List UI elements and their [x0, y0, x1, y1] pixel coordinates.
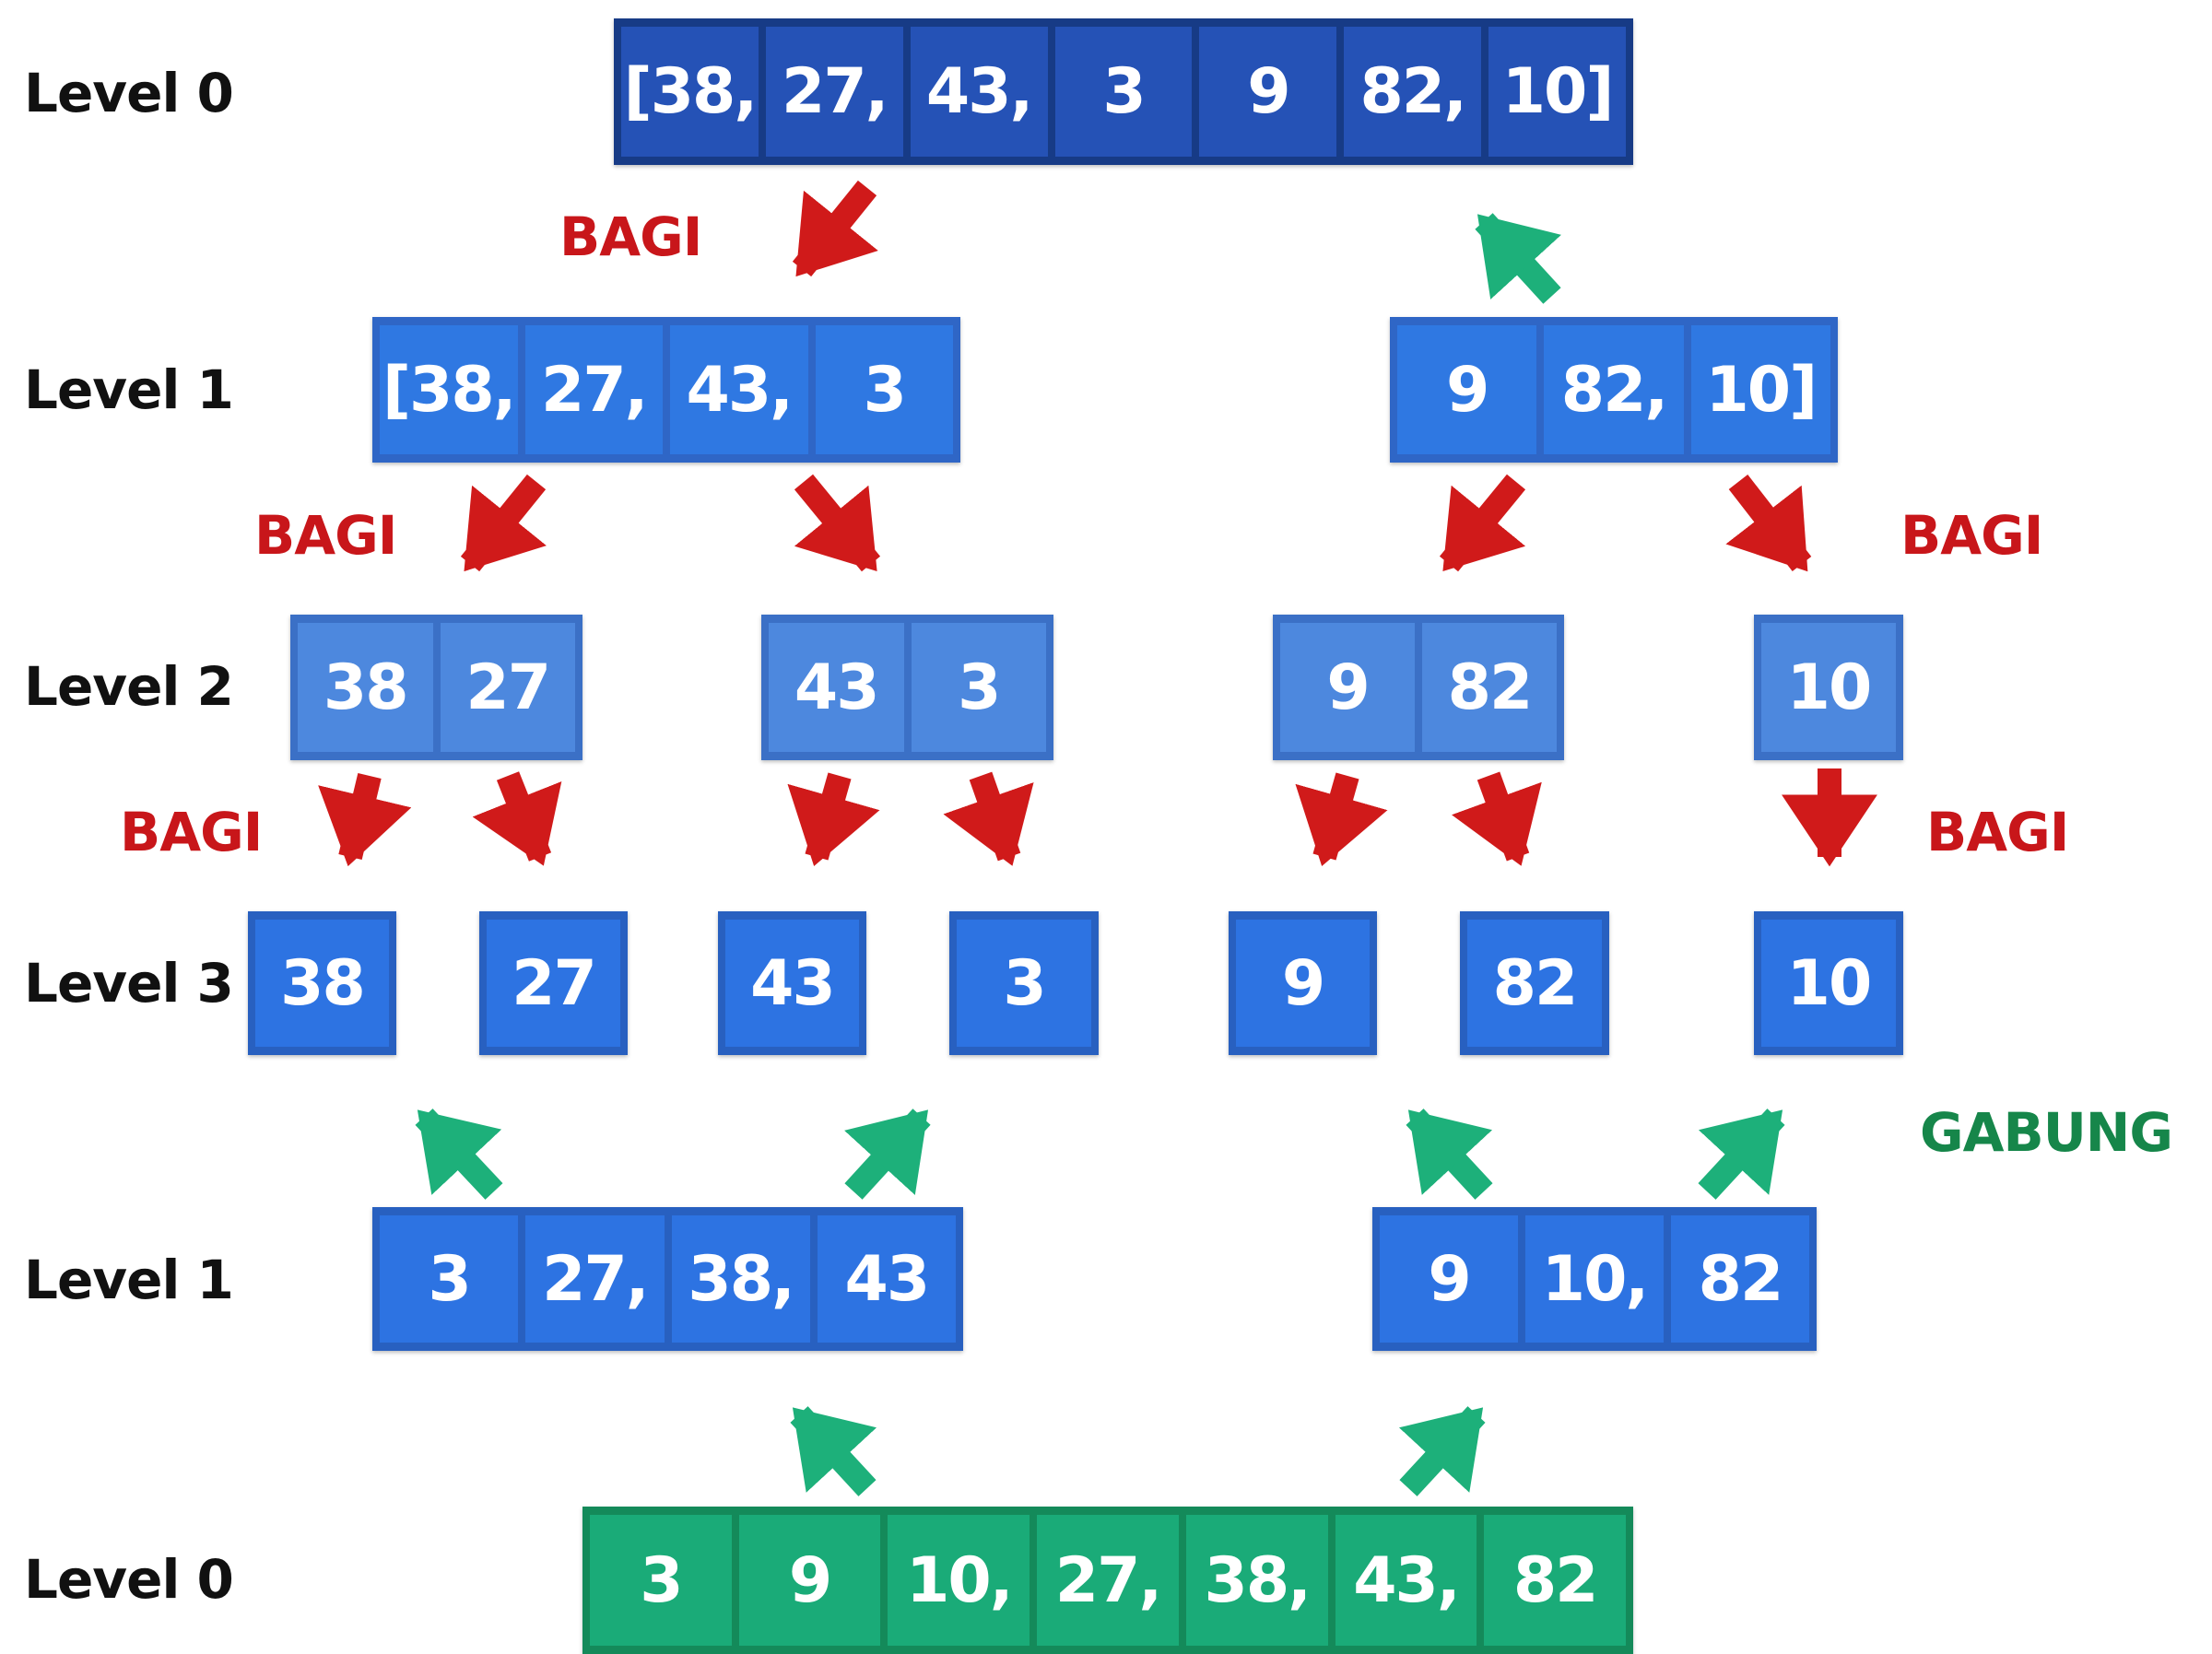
array-level3-43: 43: [718, 911, 866, 1055]
array-cell: 9: [1397, 325, 1537, 454]
array-cell: 43,: [670, 325, 808, 454]
bagi-label-l1-right: BAGI: [1900, 504, 2043, 567]
gabung-label: GABUNG: [1920, 1101, 2173, 1164]
level-label-2: Level 2: [24, 655, 234, 718]
merge-arrow-final-to-l1left: [790, 1406, 877, 1496]
divide-arrow-l2-to-l3-82: [1452, 771, 1542, 866]
array-cell: 82: [1484, 1515, 1627, 1646]
bagi-label-l2-right: BAGI: [1926, 801, 2069, 863]
array-cell: [38,: [621, 27, 759, 157]
array-cell: 38: [255, 920, 389, 1047]
array-merge-level1-right: 9 10, 82: [1372, 1207, 1817, 1351]
bagi-label-l1-left: BAGI: [254, 504, 397, 567]
array-cell: 38,: [671, 1215, 810, 1343]
merge-arrow-l3-38: [415, 1109, 503, 1200]
divide-arrow-l1right-to-l2c: [1439, 474, 1526, 572]
array-cell: 43,: [910, 27, 1048, 157]
array-cell: 10]: [1690, 325, 1830, 454]
array-cell: 82: [1422, 623, 1557, 752]
array-level2-a: 38 27: [290, 615, 582, 760]
array-level3-38: 38: [248, 911, 396, 1055]
divide-arrow-l2-to-l3-9: [1295, 772, 1388, 867]
array-cell: 3: [957, 920, 1091, 1047]
array-level1-left: [38, 27, 43, 3: [372, 317, 960, 463]
array-cell: 3: [1054, 27, 1193, 157]
array-level1-right: 9 82, 10]: [1390, 317, 1838, 463]
bagi-label-l2-left: BAGI: [120, 801, 263, 863]
array-cell: 9: [1280, 623, 1415, 752]
array-cell: 38,: [1185, 1515, 1328, 1646]
level-label-top-0: Level 0: [24, 62, 234, 124]
level-label-top-1: Level 1: [24, 358, 234, 421]
array-cell: 9: [738, 1515, 881, 1646]
merge-arrow-l3-3: [844, 1109, 931, 1200]
array-cell: 43: [817, 1215, 956, 1343]
divide-arrow-l2-to-l3-43: [787, 772, 880, 867]
array-level3-27: 27: [479, 911, 628, 1055]
array-cell: 3: [911, 623, 1046, 752]
array-level3-82: 82: [1460, 911, 1609, 1055]
array-cell: 3: [380, 1215, 519, 1343]
divide-arrow-l2-to-l3-3: [943, 771, 1034, 866]
array-cell: 82,: [1544, 325, 1684, 454]
bagi-label-l0: BAGI: [559, 205, 702, 268]
array-cell: 43,: [1335, 1515, 1477, 1646]
array-cell: 27: [487, 920, 620, 1047]
array-cell: 43: [769, 623, 904, 752]
array-cell: 27,: [524, 325, 663, 454]
array-cell: 10,: [1525, 1215, 1664, 1343]
divide-arrow-l2-to-l3-27: [472, 771, 562, 866]
array-cell: 10: [1761, 623, 1896, 752]
array-level2-c: 9 82: [1273, 615, 1564, 760]
merge-arrow-l3-9: [1406, 1109, 1493, 1200]
array-cell: 9: [1236, 920, 1370, 1047]
array-level3-9: 9: [1229, 911, 1377, 1055]
level-label-bottom-0: Level 0: [24, 1548, 234, 1611]
array-cell: 10]: [1488, 27, 1627, 157]
merge-arrow-l1right-to-l0: [1475, 213, 1561, 304]
array-cell: 43: [725, 920, 859, 1047]
array-cell: 10,: [888, 1515, 1030, 1646]
array-cell: [38,: [380, 325, 518, 454]
array-cell: 3: [815, 325, 953, 454]
array-cell: 9: [1199, 27, 1337, 157]
merge-arrow-l3-10: [1698, 1109, 1785, 1200]
array-cell: 10: [1761, 920, 1896, 1047]
array-merge-level1-left: 3 27, 38, 43: [372, 1207, 963, 1351]
array-cell: 27,: [1037, 1515, 1179, 1646]
divide-arrow-l1right-to-l2d: [1725, 475, 1812, 572]
divide-arrow-l2-to-l3-38: [318, 772, 412, 867]
array-cell: 27,: [765, 27, 903, 157]
array-level3-10: 10: [1754, 911, 1903, 1055]
divide-arrow-l1left-to-l2a: [460, 474, 547, 572]
array-level3-3: 3: [949, 911, 1099, 1055]
divide-arrow-l1left-to-l2b: [794, 474, 881, 572]
array-cell: 3: [590, 1515, 732, 1646]
divide-arrow-l0-to-l1-left: [792, 180, 878, 277]
merge-arrow-final-to-l1right: [1398, 1406, 1486, 1496]
array-cell: 38: [298, 623, 433, 752]
array-cell: 9: [1380, 1215, 1518, 1343]
array-cell: 82: [1671, 1215, 1809, 1343]
array-level0-input: [38, 27, 43, 3 9 82, 10]: [614, 18, 1633, 165]
array-cell: 27,: [525, 1215, 665, 1343]
array-level2-b: 43 3: [761, 615, 1053, 760]
level-label-merge-1: Level 1: [24, 1249, 234, 1311]
array-cell: 27: [440, 623, 575, 752]
array-sorted-result: 3 9 10, 27, 38, 43, 82: [582, 1507, 1633, 1654]
array-cell: 82: [1467, 920, 1602, 1047]
array-level2-d: 10: [1754, 615, 1903, 760]
level-label-3: Level 3: [24, 952, 234, 1015]
array-cell: 82,: [1344, 27, 1482, 157]
